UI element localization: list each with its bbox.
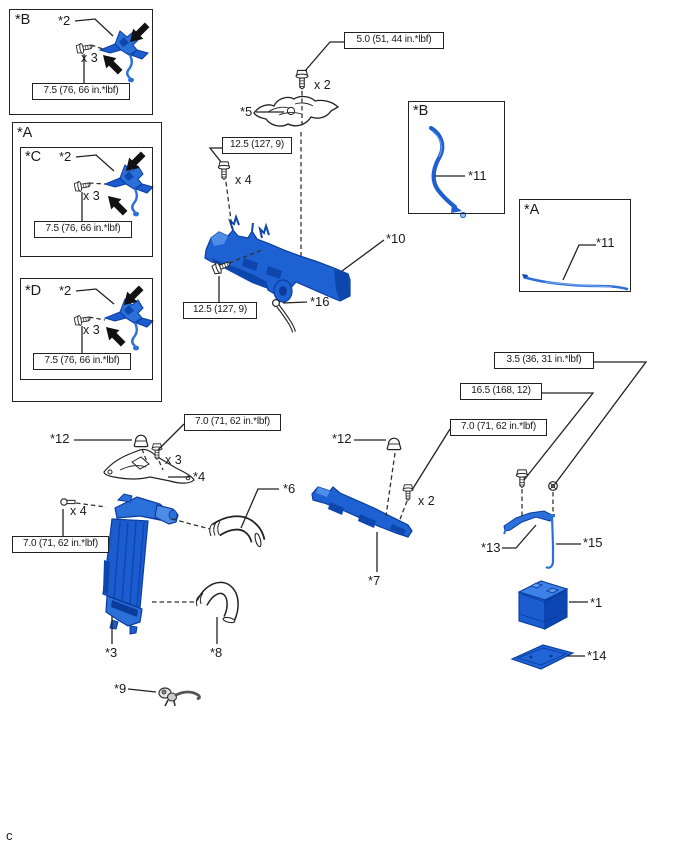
spec-hood-lock: 5.0 (51, 44 in.*lbf)	[344, 32, 444, 49]
inset-left-a-title: *A	[17, 125, 33, 141]
inset-left-d-ref: *2	[59, 283, 72, 298]
inset-box-left-c	[20, 147, 153, 257]
spec-clip-top-b: 7.5 (76, 66 in.*lbf)	[32, 83, 130, 100]
support-lower-illustration	[311, 486, 413, 538]
battery-clamp-illustration	[503, 510, 555, 535]
callout-battery: *1	[590, 595, 603, 610]
grommet-mid-illustration	[386, 437, 402, 451]
callout-hose-upper: *6	[283, 481, 296, 496]
inset-left-c-ref: *2	[59, 149, 72, 164]
radiator-support-illustration	[204, 213, 351, 303]
spec-clip-c: 7.5 (76, 66 in.*lbf)	[34, 221, 132, 238]
qty-support-lower: x 2	[418, 494, 435, 508]
inset-right-b-title: *B	[413, 103, 429, 119]
callout-support-lower: *7	[368, 573, 381, 588]
spec-support-lower: 7.0 (71, 62 in.*lbf)	[450, 419, 547, 436]
qty-cooler: x 4	[70, 504, 87, 518]
footer-mark: c	[6, 828, 13, 843]
spec-cooler: 7.0 (71, 62 in.*lbf)	[12, 536, 109, 553]
inset-box-left-d	[20, 278, 153, 380]
callout-cooler: *3	[105, 645, 118, 660]
assembly-dashed-lines	[75, 44, 554, 603]
bracket-illustration	[103, 448, 195, 484]
inset-left-c-qty: x 3	[83, 189, 100, 203]
tube-b-illustration	[428, 125, 467, 219]
spec-support-upper: 12.5 (127, 9)	[222, 137, 292, 154]
tube-a-illustration	[522, 274, 629, 291]
callout-clamp: *9	[114, 681, 127, 696]
hose-upper-illustration	[209, 515, 266, 548]
callout-hose-lower: *8	[210, 645, 223, 660]
callout-j-bolt: *15	[583, 535, 603, 550]
callout-grommet-left: *12	[50, 431, 70, 446]
callout-tube-b: *11	[468, 168, 487, 183]
spec-clip-d: 7.5 (76, 66 in.*lbf)	[33, 353, 131, 370]
grommet-left-illustration	[133, 434, 149, 448]
cooler-illustration	[102, 493, 179, 635]
spec-bracket: 7.0 (71, 62 in.*lbf)	[184, 414, 281, 431]
callout-battery-tray: *14	[587, 648, 607, 663]
inset-box-top-b	[9, 9, 153, 115]
callout-tube-a: *11	[596, 235, 615, 250]
inset-top-b-qty: x 3	[81, 51, 98, 65]
callout-lines	[62, 18, 648, 693]
hood-lock-illustration	[253, 95, 340, 127]
inset-left-d-qty: x 3	[83, 323, 100, 337]
callout-grommet-mid: *12	[332, 431, 352, 446]
callout-bracket: *4	[193, 469, 206, 484]
qty-bracket: x 3	[165, 453, 182, 467]
spec-support-side: 12.5 (127, 9)	[183, 302, 257, 319]
inset-top-b-ref: *2	[58, 13, 71, 28]
clamp-illustration	[158, 687, 201, 707]
battery-tray-illustration	[510, 644, 575, 670]
inset-left-c-title: *C	[25, 149, 42, 165]
callout-radiator-support: *10	[386, 231, 406, 246]
qty-support-upper: x 4	[235, 173, 252, 187]
j-bolt-illustration	[545, 514, 555, 569]
spec-battery-clamp-bolt: 16.5 (168, 12)	[460, 383, 542, 400]
callout-battery-clamp: *13	[481, 540, 501, 555]
callout-hood-lock: *5	[240, 104, 253, 119]
hose-lower-illustration	[195, 581, 239, 624]
inset-right-a-title: *A	[524, 202, 540, 218]
spec-battery-clamp-nut: 3.5 (36, 31 in.*lbf)	[494, 352, 594, 369]
inset-box-right-b	[408, 101, 505, 214]
inset-box-left-a	[12, 122, 162, 402]
callout-hook: *16	[310, 294, 330, 309]
hook-illustration	[272, 299, 296, 333]
battery-illustration	[517, 580, 569, 630]
inset-box-right-a	[519, 199, 631, 292]
qty-hood-lock: x 2	[314, 78, 331, 92]
inset-top-b-title: *B	[15, 12, 31, 28]
inset-left-d-title: *D	[25, 283, 42, 299]
